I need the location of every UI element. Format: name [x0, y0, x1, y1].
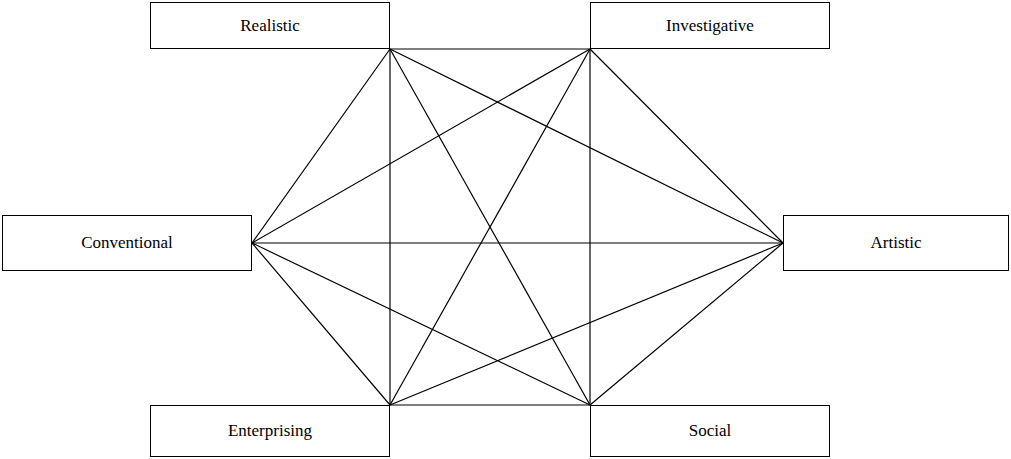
type-box: Conventional: [2, 215, 252, 271]
connector-line: [589, 49, 590, 405]
connector-line: [389, 49, 390, 405]
connector-line: [390, 404, 590, 405]
type-box: Social: [590, 405, 830, 457]
type-label: Social: [681, 421, 740, 441]
connector-line: [252, 49, 390, 243]
connector-line: [390, 243, 783, 405]
connector-line: [252, 49, 590, 243]
connector-line: [252, 242, 783, 243]
type-label: Realistic: [232, 16, 307, 36]
connector-line: [390, 49, 590, 405]
connector-line: [390, 48, 590, 49]
type-box: Enterprising: [150, 405, 390, 457]
connector-line: [590, 243, 783, 405]
connector-line: [252, 243, 590, 405]
type-label: Conventional: [73, 233, 181, 253]
type-label: Investigative: [658, 16, 762, 36]
type-label: Enterprising: [220, 421, 320, 441]
type-box: Realistic: [150, 2, 390, 49]
type-label: Artistic: [863, 233, 930, 253]
type-box: Investigative: [590, 2, 830, 49]
connector-line: [252, 243, 390, 405]
connector-line: [390, 49, 783, 243]
type-box: Artistic: [783, 215, 1009, 271]
connector-line: [390, 49, 590, 405]
connector-line: [590, 49, 783, 243]
